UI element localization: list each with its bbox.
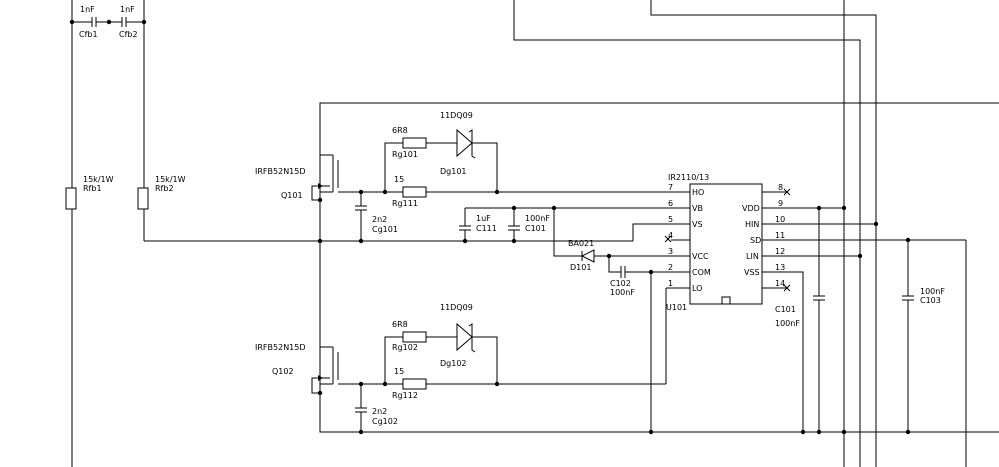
pin-number-1: 1 [668,279,673,288]
rfb2-value: 15k/1W [155,175,186,184]
pin-number-8: 8 [778,183,783,192]
cg101-ref: Cg101 [372,225,398,234]
bootstrap-diode-d101: BA021 D101 C102 100nF [553,208,690,435]
pin-number-10: 10 [775,215,785,224]
pin-name-vdd: VDD [742,204,760,213]
rfb2-ref: Rfb2 [155,184,174,193]
cg101-value: 2n2 [372,215,387,224]
c111-value: 1uF [476,214,491,223]
cfb1-value: 1nF [80,5,95,14]
pin-number-11: 11 [775,231,785,240]
rg102-ref: Rg102 [392,343,418,352]
dg101-part: 11DQ09 [440,111,473,120]
cg102-ref: Cg102 [372,417,398,426]
pin-name-hin: HIN [745,220,759,229]
pin-name-ho: HO [692,188,704,197]
pin-name-vss: VSS [744,268,760,277]
d101-ref: D101 [570,263,591,272]
rg101-ref: Rg101 [392,150,418,159]
pin-number-12: 12 [775,247,785,256]
low-side-gate-network: 2n2 Cg102 6R8 Rg102 15 Rg112 11DQ09 Dg10… [355,303,500,435]
rg111-ref: Rg111 [392,199,418,208]
c102-value: 100nF [610,288,635,297]
pin-name-com: COM [692,268,711,277]
rg101-value: 6R8 [392,126,408,135]
pin-number-7: 7 [668,183,673,192]
c111-ref: C111 [476,224,497,233]
mosfet-q101: IRFB52N15D Q101 [255,154,690,203]
rfb1-ref: Rfb1 [83,184,102,193]
c101a-ref: C101 [525,224,546,233]
pin-name-sd: SD [750,236,761,245]
rg112-ref: Rg112 [392,391,418,400]
cg102-value: 2n2 [372,407,387,416]
dg102-ref: Dg102 [440,359,467,368]
d101-part: BA021 [568,239,594,248]
ic-ref: U101 [666,303,687,312]
c101b-ref: C101 [775,305,796,314]
dg102-part: 11DQ09 [440,303,473,312]
power-rails [144,102,999,433]
input-wires [513,0,877,467]
pin-number-13: 13 [775,263,785,272]
rg102-value: 6R8 [392,320,408,329]
high-side-gate-network: 2n2 Cg101 6R8 Rg101 15 Rg111 11DQ09 Dg10… [355,111,500,241]
cfb1-ref: Cfb1 [79,30,98,39]
q101-part: IRFB52N15D [255,167,306,176]
dg101-ref: Dg101 [440,167,467,176]
pin-name-vs: VS [692,220,703,229]
rfb1-value: 15k/1W [83,175,114,184]
pin-number-5: 5 [668,215,673,224]
cfb2-value: 1nF [120,5,135,14]
c102-ref: C102 [610,279,631,288]
pin-number-3: 3 [668,247,673,256]
rg111-value: 15 [394,175,404,184]
q101-ref: Q101 [281,191,303,200]
bootstrap-capacitors: 1uF C111 100nF C101 [459,205,690,241]
pin-name-vb: VB [692,204,703,213]
q102-part: IRFB52N15D [255,343,306,352]
pin-name-vcc: VCC [692,252,709,261]
ic-u101: IR2110/13 U101 7 6 5 4 3 2 1 HO VB VS VC… [664,173,791,312]
c103-ref: C103 [920,296,941,305]
cfb2-ref: Cfb2 [119,30,138,39]
logic-supply-wiring: C101 100nF 100nF C103 [762,205,967,467]
pin-number-14: 14 [775,279,785,288]
feedback-network: 1nF Cfb1 1nF Cfb2 15k/1W Rfb1 15k/1W Rfb… [65,0,186,467]
ic-part: IR2110/13 [668,173,709,182]
pin-number-6: 6 [668,199,673,208]
q102-ref: Q102 [272,367,294,376]
c101a-value: 100nF [525,214,550,223]
mosfet-q102: IRFB52N15D Q102 [255,288,667,396]
c103-value: 100nF [920,287,945,296]
pin-number-4: 4 [668,231,673,240]
c101b-value: 100nF [775,319,800,328]
pin-number-9: 9 [778,199,783,208]
pin-name-lo: LO [692,284,702,293]
pin-number-2: 2 [668,263,673,272]
rg112-value: 15 [394,367,404,376]
pin-name-lin: LIN [746,252,759,261]
